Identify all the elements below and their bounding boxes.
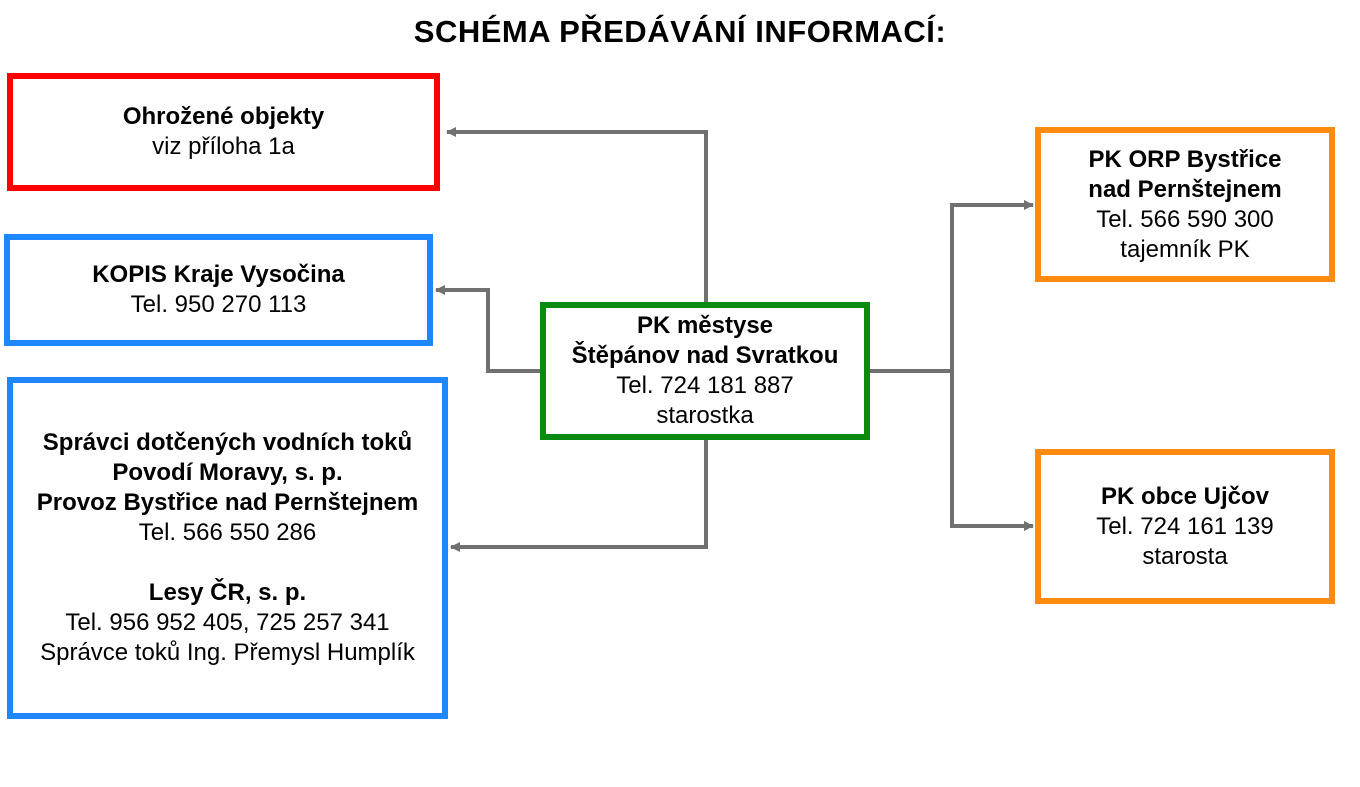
box-pk-ujcov: PK obce Ujčov Tel. 724 161 139 starosta [1035,449,1335,604]
spravci-povodi: Povodí Moravy, s. p. [112,459,343,486]
box-pk-orp: PK ORP Bystřice nad Pernštejnem Tel. 566… [1035,127,1335,282]
orp-subtitle: nad Pernštejnem [1088,175,1282,203]
box-kopis: KOPIS Kraje Vysočina Tel. 950 270 113 [4,234,433,346]
box-kopis-title: KOPIS Kraje Vysočina [92,261,345,288]
spravci-heading: Správci dotčených vodních toků [42,429,413,456]
arrow-to-pk-ujcov [950,371,1034,531]
box-ohrozene-text: viz příloha 1a [152,133,295,160]
box-pk-mestyse: PK městyse Štěpánov nad Svratkou Tel. 72… [540,302,870,440]
arrow-to-pk-orp [950,200,1034,371]
orp-role: tajemník PK [1120,235,1250,263]
arrow-to-ohrozene-objekty [446,127,708,303]
box-ohrozene-title: Ohrožené objekty [122,103,325,130]
ujcov-phone: Tel. 724 161 139 [1096,512,1274,540]
arrow-to-spravci-toku [450,438,708,552]
ujcov-title: PK obce Ujčov [1100,482,1270,510]
lesy-cr-spravce: Správce toků Ing. Přemysl Humplík [40,639,415,666]
box-spravci-toku: Správci dotčených vodních toků Povodí Mo… [7,377,448,719]
box-ohrozene-objekty: Ohrožené objekty viz příloha 1a [7,73,440,191]
lesy-cr-title: Lesy ČR, s. p. [148,579,307,606]
orp-title: PK ORP Bystřice [1088,145,1282,173]
center-role: starostka [656,402,754,429]
center-subtitle: Štěpánov nad Svratkou [571,342,839,369]
spravci-phone: Tel. 566 550 286 [138,519,317,546]
spravci-provoz: Provoz Bystřice nad Pernštejnem [36,489,419,516]
orp-phone: Tel. 566 590 300 [1096,205,1274,233]
ujcov-role: starosta [1142,542,1228,570]
arrow-to-kopis [435,285,543,373]
diagram-title: SCHÉMA PŘEDÁVÁNÍ INFORMACÍ: [413,14,947,49]
box-kopis-phone: Tel. 950 270 113 [130,291,307,318]
lesy-cr-phone: Tel. 956 952 405, 725 257 341 [65,609,390,636]
center-title: PK městyse [636,312,774,339]
center-phone: Tel. 724 181 887 [616,372,794,399]
